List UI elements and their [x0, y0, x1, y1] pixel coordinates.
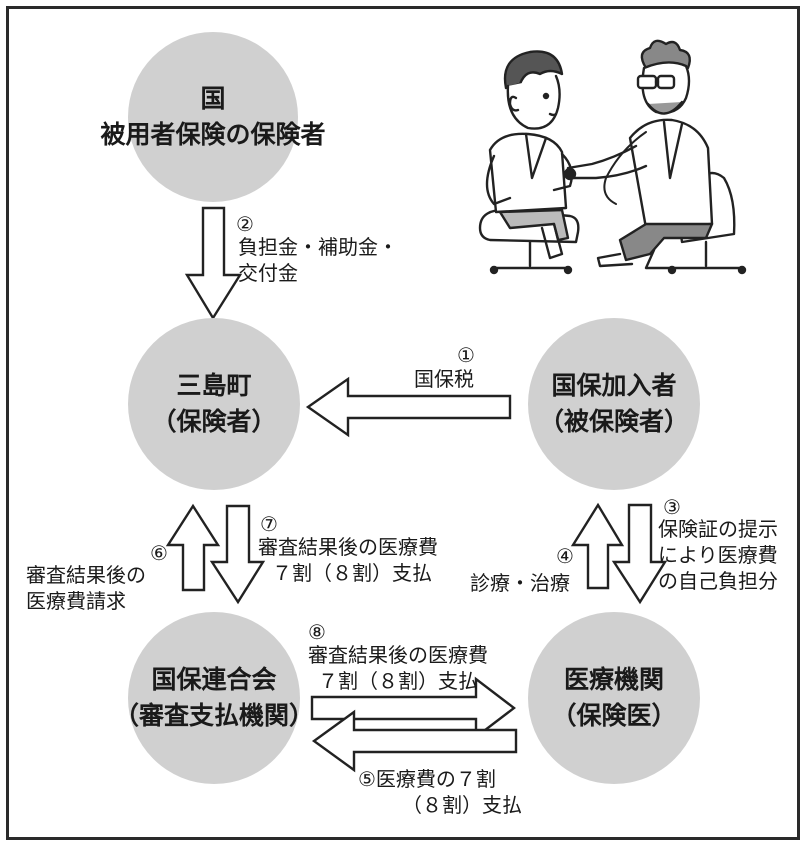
patient-figure: [485, 50, 573, 260]
flow-7-line2: ７割（８割）支払: [272, 561, 432, 585]
arrow-1-left: [305, 376, 512, 438]
flow-6-line1: 審査結果後の: [26, 563, 146, 587]
doctor-figure: [563, 39, 714, 270]
arrow-7-down: [209, 504, 266, 605]
flow-5-line2: （８割）支払: [402, 793, 522, 817]
flow-3-line1: 保険証の提示: [658, 517, 778, 541]
node-kuni: 国 被用者保険の保険者: [101, 32, 326, 202]
node-rengokai-subtitle: （審査支払機関）: [114, 701, 315, 730]
node-iryo: 医療機関 （保険医）: [528, 612, 700, 784]
flow-5-label: ⑤医療費の７割 （８割）支払: [358, 766, 522, 818]
node-kokuho-member-title: 国保加入者: [551, 370, 677, 400]
flow-2-line2: 交付金: [238, 261, 298, 285]
flow-3-label: 保険証の提示 により医療費 の自己負担分: [658, 516, 778, 594]
flow-8-number: ⑧: [308, 620, 326, 644]
flow-3-line3: の自己負担分: [658, 569, 778, 593]
arrow-4-up: [570, 502, 625, 590]
node-kuni-subtitle: 被用者保険の保険者: [100, 120, 326, 149]
arrow-3-down: [611, 503, 668, 605]
node-mishima-subtitle: （保険者）: [151, 407, 277, 436]
flow-1-number: ①: [457, 343, 475, 367]
node-iryo-subtitle: （保険医）: [551, 701, 677, 730]
diagram-border: [6, 6, 800, 840]
flow-1-label: 国保税: [414, 367, 474, 391]
flow-2-label: 負担金・補助金・ 交付金: [238, 234, 398, 286]
flow-3-number: ③: [663, 495, 681, 519]
flow-8-line2: ７割（８割）支払: [318, 669, 478, 693]
flow-6-label: 審査結果後の 医療費請求: [26, 562, 146, 614]
node-mishima: 三島町 （保険者）: [128, 318, 300, 490]
node-rengokai-title: 国保連合会: [151, 664, 277, 694]
flow-6-line2: 医療費請求: [26, 589, 126, 613]
arrow-8-right: [310, 676, 516, 740]
flow-7-label: 審査結果後の医療費 ７割（８割）支払: [258, 534, 438, 586]
flow-2-number: ②: [236, 212, 254, 236]
flow-7-number: ⑦: [260, 512, 278, 536]
node-rengokai: 国保連合会 （審査支払機関）: [114, 612, 314, 784]
arrow-5-left: [311, 709, 518, 773]
node-kuni-title: 国: [200, 83, 226, 113]
flow-8-label: 審査結果後の医療費 ７割（８割）支払: [308, 642, 488, 694]
node-kokuho-member: 国保加入者 （被保険者）: [528, 318, 700, 490]
doctor-patient-illustration: [478, 39, 747, 275]
node-iryo-title: 医療機関: [563, 664, 664, 694]
flow-4-label: 診療・治療: [470, 571, 570, 595]
flow-2-line1: 負担金・補助金・: [238, 235, 398, 259]
flow-4-number: ④: [556, 544, 574, 568]
node-kokuho-member-subtitle: （被保険者）: [538, 407, 689, 436]
flow-5-line1: ⑤医療費の７割: [358, 767, 496, 791]
flow-8-line1: 審査結果後の医療費: [308, 643, 488, 667]
flow-3-line2: により医療費: [658, 543, 778, 567]
flow-6-number: ⑥: [150, 541, 168, 565]
arrow-6-up: [165, 503, 221, 592]
arrow-2-down: [184, 206, 243, 321]
node-mishima-title: 三島町: [176, 370, 252, 400]
flow-7-line1: 審査結果後の医療費: [258, 535, 438, 559]
